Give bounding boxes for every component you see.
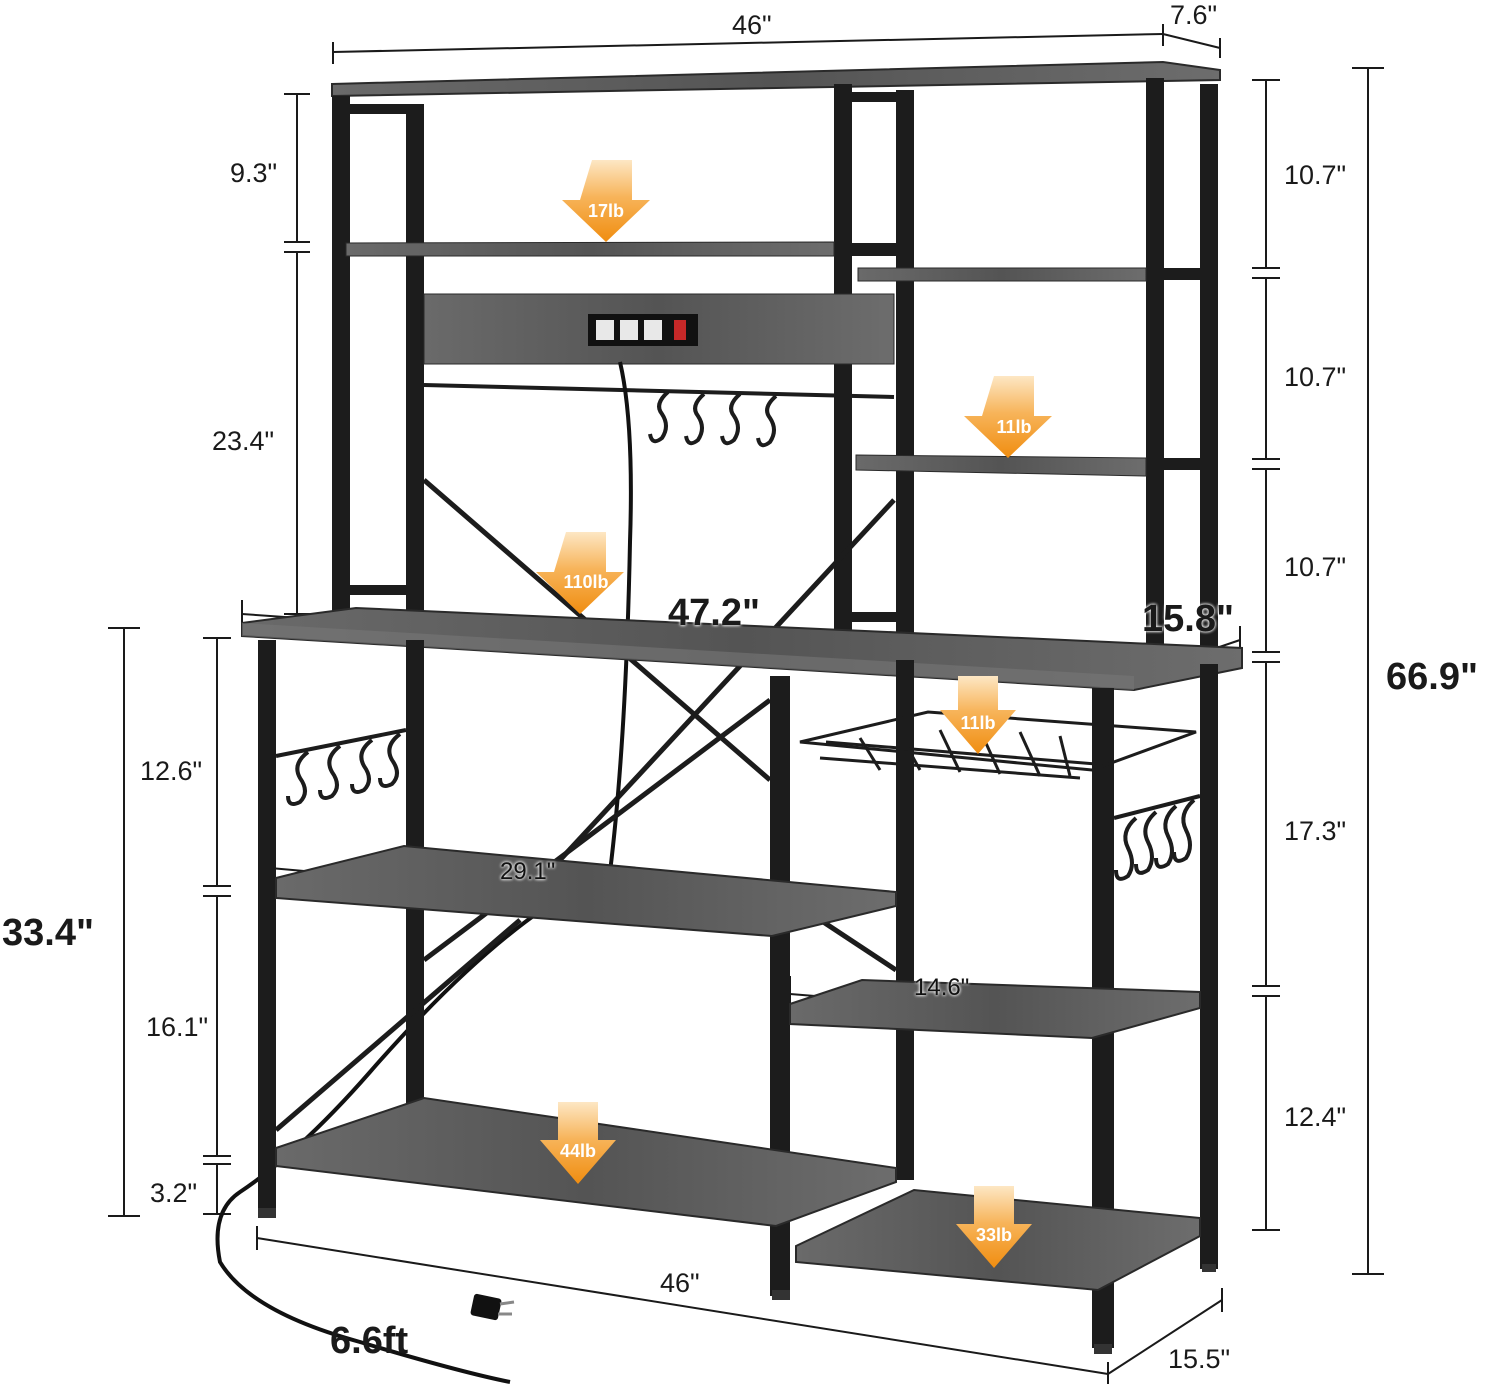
load-basket: 11lb [960, 713, 996, 733]
lower-2-label: 16.1" [146, 1012, 209, 1042]
load-right-shelf: 11lb [996, 417, 1032, 437]
load-top-shelf: 17lb [587, 201, 625, 221]
right-top-3-label: 10.7" [1284, 552, 1347, 582]
arrow-right-shelf [964, 376, 1052, 458]
right-top-2-label: 10.7" [1284, 362, 1347, 392]
load-bottom-left: 44lb [559, 1141, 597, 1161]
arrow-top-shelf [562, 160, 650, 242]
load-desk: 110lb [563, 572, 609, 592]
rack-frame [215, 60, 1243, 1384]
top-depth-label: 7.6" [1170, 0, 1218, 30]
top-width-label: 46" [732, 10, 772, 40]
right-shelf-width-label: 14.6" [914, 974, 970, 1001]
arrow-basket [940, 676, 1016, 754]
desk-depth-label: 15.8" [1142, 598, 1234, 640]
cord-length-label: 6.6ft [330, 1320, 409, 1362]
left-shelf-width-label: 29.1" [500, 858, 556, 885]
right-lower-2-label: 12.4" [1284, 1102, 1347, 1132]
hutch-top-gap-label: 9.3" [230, 158, 278, 188]
right-top-1-label: 10.7" [1284, 160, 1347, 190]
arrow-bottom-right [956, 1186, 1032, 1268]
hutch-lower-gap-label: 23.4" [212, 426, 275, 456]
bottom-depth-label: 15.5" [1168, 1344, 1231, 1374]
total-height-label: 66.9" [1386, 656, 1478, 698]
arrow-desk [536, 532, 624, 614]
load-arrows [536, 160, 1052, 1268]
arrow-bottom-left [540, 1102, 616, 1184]
lower-height-label: 33.4" [2, 912, 94, 954]
right-lower-1-label: 17.3" [1284, 816, 1347, 846]
bottom-width-label: 46" [660, 1268, 700, 1298]
load-bottom-right: 33lb [975, 1225, 1013, 1245]
lower-3-label: 3.2" [150, 1178, 198, 1208]
lower-1-label: 12.6" [140, 756, 203, 786]
desk-width-label: 47.2" [668, 592, 760, 634]
